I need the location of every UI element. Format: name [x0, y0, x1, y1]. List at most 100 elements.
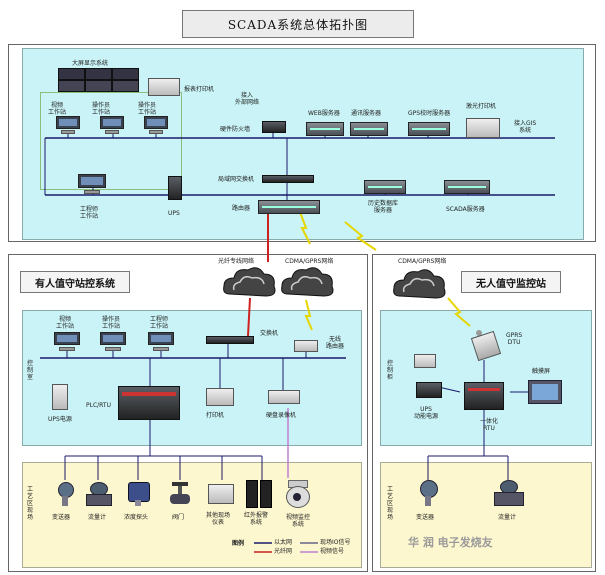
transmitter-device [56, 482, 74, 506]
watermark-text: 华 润 电子发烧友 [408, 536, 493, 549]
gps-time-server [408, 122, 450, 136]
other-instrument [208, 484, 234, 504]
field-device-label-5: 其他现场 仪表 [206, 512, 231, 526]
operator-workstation-pc-2 [144, 116, 168, 134]
manned-site-zone [22, 462, 362, 568]
touch-screen [528, 380, 562, 404]
operator-workstation-pc-1 [100, 116, 124, 134]
concentration-probe [128, 482, 150, 506]
wireless-router [294, 340, 318, 352]
web-server [306, 122, 344, 136]
wireless-link-1 [299, 211, 311, 245]
big-screen-label: 大屏显示系统 [72, 60, 109, 67]
engineer-workstation-pc [78, 174, 106, 194]
video-camera [284, 480, 310, 508]
wireless-link-3 [304, 299, 313, 331]
gis-system-label: 接入GIS 系统 [514, 120, 537, 134]
wireless-link-2 [344, 221, 377, 251]
control-cabinet-label: 控制柜 [386, 360, 393, 381]
cdma-network-label-left: CDMA/GPRS网络 [285, 258, 334, 265]
gprs-dtu-label: GPRS DTU [506, 332, 523, 346]
web-server-label: WEB服务器 [308, 110, 340, 117]
video-ws-label: 视频 工作站 [48, 102, 67, 116]
laser-printer [466, 118, 500, 138]
fiber-network-label: 光纤专线网络 [218, 258, 255, 265]
operator-group-outline [40, 92, 182, 190]
ups-label: UPS [168, 210, 180, 217]
external-network-label: 接入 外部网络 [235, 92, 260, 106]
manned-video-ws-pc [54, 332, 80, 351]
wireless-router-label: 无线 路由器 [326, 336, 345, 350]
field-device-label-6: 红外报警 系统 [244, 512, 269, 526]
lan-switch [262, 175, 314, 183]
flowmeter-device [86, 482, 112, 506]
fiber-network-cloud [223, 267, 276, 297]
integrated-rtu [464, 382, 504, 410]
scada-server-label: SCADA服务器 [446, 206, 485, 213]
eng-ws-label: 工程师 工作站 [80, 206, 99, 220]
unmanned-site-zone [380, 462, 592, 568]
field-device-label-4: 阀门 [172, 514, 185, 521]
field-device-label-1: 变送器 [52, 514, 71, 521]
manned-eng-ws-pc [148, 332, 174, 351]
legend-title: 图例 [232, 540, 245, 547]
valve-device [170, 482, 190, 506]
legend-ethernet: 以太网 [274, 539, 293, 546]
unmanned-transmitter-label: 变送器 [416, 514, 435, 521]
gprs-dtu-device [470, 330, 502, 362]
manned-video-ws-label: 视频 工作站 [56, 316, 75, 330]
legend-field-io: 现场IO信号 [320, 539, 351, 546]
manned-op-ws-pc [100, 332, 126, 351]
cdma-network-cloud-right [393, 269, 446, 299]
unmanned-ups-label: UPS 动能电源 [414, 406, 439, 420]
history-db-server [364, 180, 406, 194]
cdma-network-cloud-left [281, 267, 334, 297]
router [258, 200, 320, 214]
hardware-firewall [262, 121, 286, 133]
report-printer [148, 78, 180, 96]
manned-printer-label: 打印机 [206, 412, 225, 419]
page-title: SCADA系统总体拓扑图 [182, 10, 414, 38]
unmanned-flowmeter [494, 480, 524, 506]
communication-server [350, 122, 388, 136]
manned-ups [52, 384, 68, 410]
manned-switch [206, 336, 254, 344]
manned-printer [206, 388, 234, 406]
infrared-alarm [246, 480, 272, 508]
unmanned-station-title: 无人值守监控站 [461, 271, 561, 293]
rtu-label: 一体化 RTU [480, 418, 499, 432]
lan-switch-label: 局域网交换机 [218, 176, 255, 183]
rtu-status-strip [468, 388, 500, 391]
ups-tower [168, 176, 182, 200]
manned-op-ws-label: 操作员 工作站 [102, 316, 121, 330]
unmanned-site-label: 工艺区现场 [386, 486, 393, 521]
cdma-network-label-right: CDMA/GPRS网络 [398, 258, 447, 265]
video-workstation-pc [56, 116, 80, 134]
manned-eng-ws-label: 工程师 工作站 [150, 316, 169, 330]
big-screen-display [58, 68, 139, 92]
manned-switch-label: 交换机 [260, 330, 279, 337]
plc-rtu-label: PLC/RTU [86, 402, 111, 409]
unmanned-flowmeter-label: 流量计 [498, 514, 517, 521]
manned-ups-label: UPS电源 [48, 416, 72, 423]
manned-site-label: 工艺区现场 [26, 486, 33, 521]
plc-status-strip [122, 392, 176, 396]
router-label: 路由器 [232, 205, 251, 212]
control-room-label: 控制室 [26, 360, 33, 381]
legend-video: 视频信号 [320, 548, 345, 555]
gps-server-label: GPS校时服务器 [408, 110, 451, 117]
report-printer-label: 报表打印机 [184, 86, 215, 93]
ups-battery-1 [414, 354, 436, 368]
op-ws-label-2: 操作员 工作站 [138, 102, 157, 116]
history-server-label: 历史数据库 服务器 [368, 200, 399, 214]
comm-server-label: 通讯服务器 [351, 110, 382, 117]
manned-station-title: 有人值守站控系统 [20, 271, 130, 293]
laser-printer-label: 激光打印机 [466, 103, 497, 110]
fiber-link-station [247, 297, 251, 337]
field-device-label-2: 流量计 [88, 514, 107, 521]
firewall-label: 硬件防火墙 [220, 126, 251, 133]
hard-disk-recorder [268, 390, 300, 404]
legend-fiber: 光纤网 [274, 548, 293, 555]
dvr-label: 硬盘录像机 [266, 412, 297, 419]
